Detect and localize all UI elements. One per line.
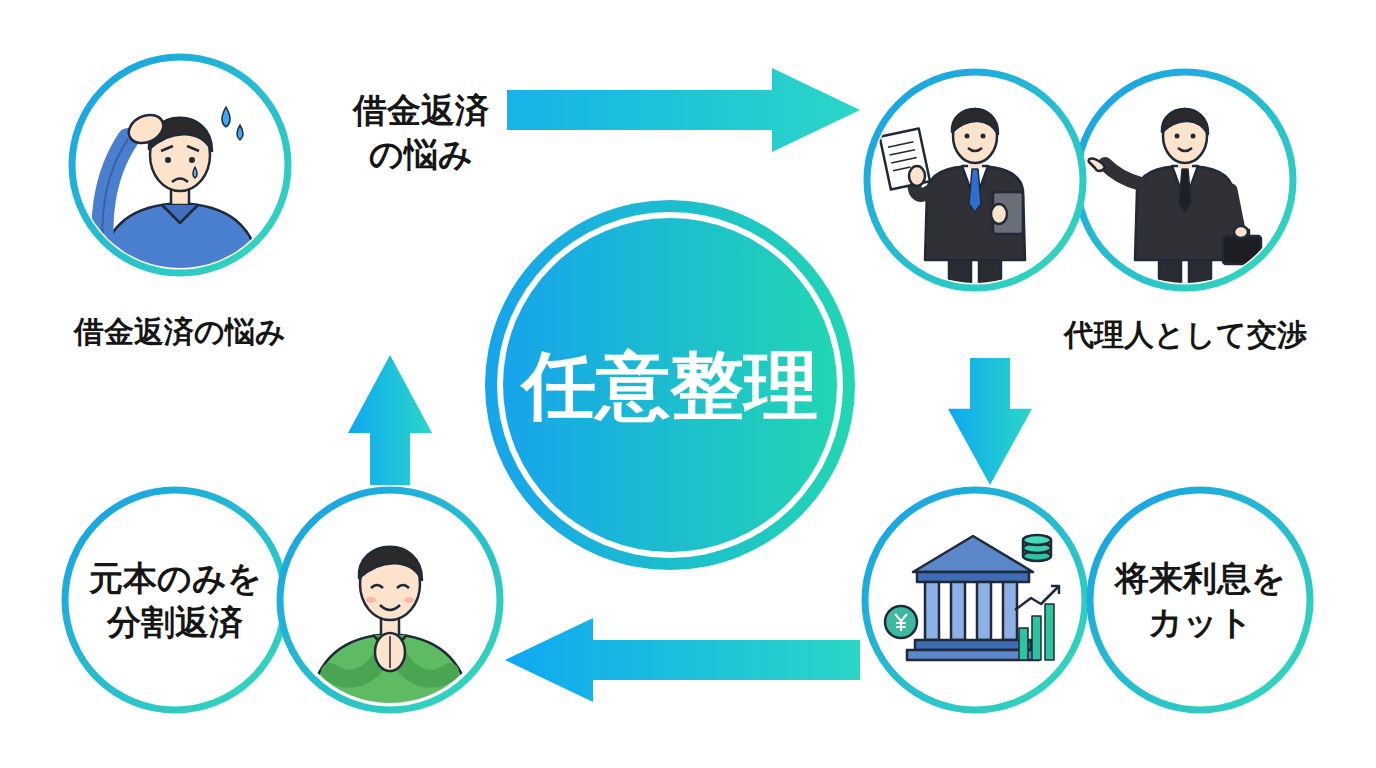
edge-label: 借金返済 の悩み bbox=[335, 86, 507, 178]
illustration-figure bbox=[885, 535, 1059, 660]
flow-arrow bbox=[505, 618, 860, 702]
ring-gap bbox=[497, 212, 843, 558]
text-holder: 将来利息を カット bbox=[1108, 556, 1292, 644]
circle-outline bbox=[1090, 490, 1310, 710]
center-circle: 任意整理 bbox=[485, 200, 855, 570]
interest-cut-circles: 将来利息を カット bbox=[860, 485, 1320, 720]
illustration-figure bbox=[880, 109, 1025, 295]
node-label: 元本のみを 分割返済 bbox=[83, 556, 267, 644]
circle-outline bbox=[65, 490, 285, 710]
text-holder: 代理人として交渉 bbox=[1055, 315, 1315, 354]
flow-arrow bbox=[348, 355, 432, 485]
node-label: 任意整理 bbox=[500, 337, 840, 433]
node-label: 将来利息を カット bbox=[1108, 556, 1292, 644]
edge-label-holder: 借金返済 の悩み bbox=[335, 86, 507, 178]
illustration bbox=[885, 535, 1059, 660]
outer-ring bbox=[485, 200, 855, 570]
text-holder: 任意整理 bbox=[500, 337, 840, 433]
illustration-figure bbox=[98, 107, 262, 277]
text-holder: 借金返済の悩み bbox=[60, 312, 300, 351]
illustration-figure bbox=[1089, 109, 1261, 295]
illustration-figure bbox=[308, 547, 472, 712]
circle-outline bbox=[865, 490, 1085, 710]
node-label: 借金返済の悩み bbox=[60, 312, 300, 351]
text-holder: 元本のみを 分割返済 bbox=[83, 556, 267, 644]
flow-arrow bbox=[948, 358, 1032, 485]
illustration bbox=[98, 107, 262, 277]
node-label: 代理人として交渉 bbox=[1055, 315, 1315, 354]
negotiation-circles: 代理人として交渉 bbox=[860, 60, 1315, 358]
repayment-circles: 元本のみを 分割返済 bbox=[55, 485, 505, 720]
illustration bbox=[308, 547, 472, 712]
illustration bbox=[1089, 109, 1261, 295]
node-outline bbox=[860, 60, 1315, 350]
illustration bbox=[880, 109, 1025, 295]
